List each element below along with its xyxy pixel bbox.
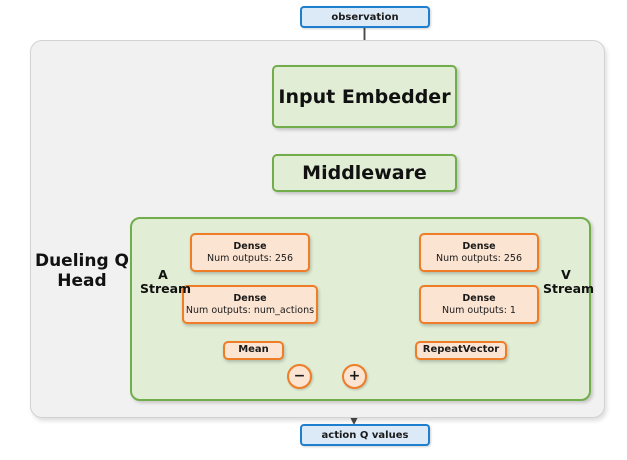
a-stream-label: A Stream (140, 267, 192, 297)
operator-plus[interactable]: + (342, 364, 367, 389)
operator-minus-label: − (293, 367, 306, 384)
node-a-dense-256[interactable]: Dense Num outputs: 256 (190, 233, 310, 272)
node-v-dense-256-sub: Num outputs: 256 (435, 252, 523, 264)
v-stream-label-line2: Stream (543, 281, 595, 297)
dueling-q-head-label: Dueling Q Head (34, 251, 130, 291)
node-v-dense-1-name: Dense (462, 292, 496, 304)
v-stream-label: V Stream (543, 267, 595, 297)
node-a-dense-num-actions[interactable]: Dense Num outputs: num_actions (182, 285, 318, 324)
node-v-dense-256-name: Dense (462, 240, 496, 252)
v-stream-label-line1: V (561, 267, 571, 282)
node-mean[interactable]: Mean (223, 341, 284, 360)
node-a-dense-num-actions-name: Dense (233, 292, 267, 304)
node-middleware-label: Middleware (302, 162, 427, 184)
operator-minus[interactable]: − (287, 364, 312, 389)
node-repeatvector[interactable]: RepeatVector (415, 341, 507, 360)
io-node-observation[interactable]: observation (300, 6, 430, 28)
node-input-embedder[interactable]: Input Embedder (272, 65, 457, 128)
a-stream-label-line1: A (158, 267, 168, 282)
node-input-embedder-label: Input Embedder (278, 85, 451, 108)
a-stream-label-line2: Stream (140, 281, 192, 297)
node-a-dense-256-sub: Num outputs: 256 (206, 252, 294, 264)
node-mean-label: Mean (238, 344, 269, 356)
dueling-q-head-label-line2: Head (57, 270, 107, 291)
node-v-dense-256[interactable]: Dense Num outputs: 256 (419, 233, 539, 272)
operator-plus-label: + (348, 367, 361, 384)
node-repeatvector-label: RepeatVector (422, 344, 500, 356)
node-v-dense-1-sub: Num outputs: 1 (442, 304, 516, 316)
node-a-dense-256-name: Dense (233, 240, 267, 252)
io-node-observation-label: observation (331, 11, 399, 23)
node-a-dense-num-actions-sub: Num outputs: num_actions (185, 304, 315, 316)
io-node-action-q-values-label: action Q values (321, 429, 409, 441)
node-v-dense-1[interactable]: Dense Num outputs: 1 (419, 285, 539, 324)
node-middleware[interactable]: Middleware (272, 154, 457, 192)
io-node-action-q-values[interactable]: action Q values (300, 424, 430, 446)
dueling-q-head-label-line1: Dueling Q (34, 251, 130, 271)
